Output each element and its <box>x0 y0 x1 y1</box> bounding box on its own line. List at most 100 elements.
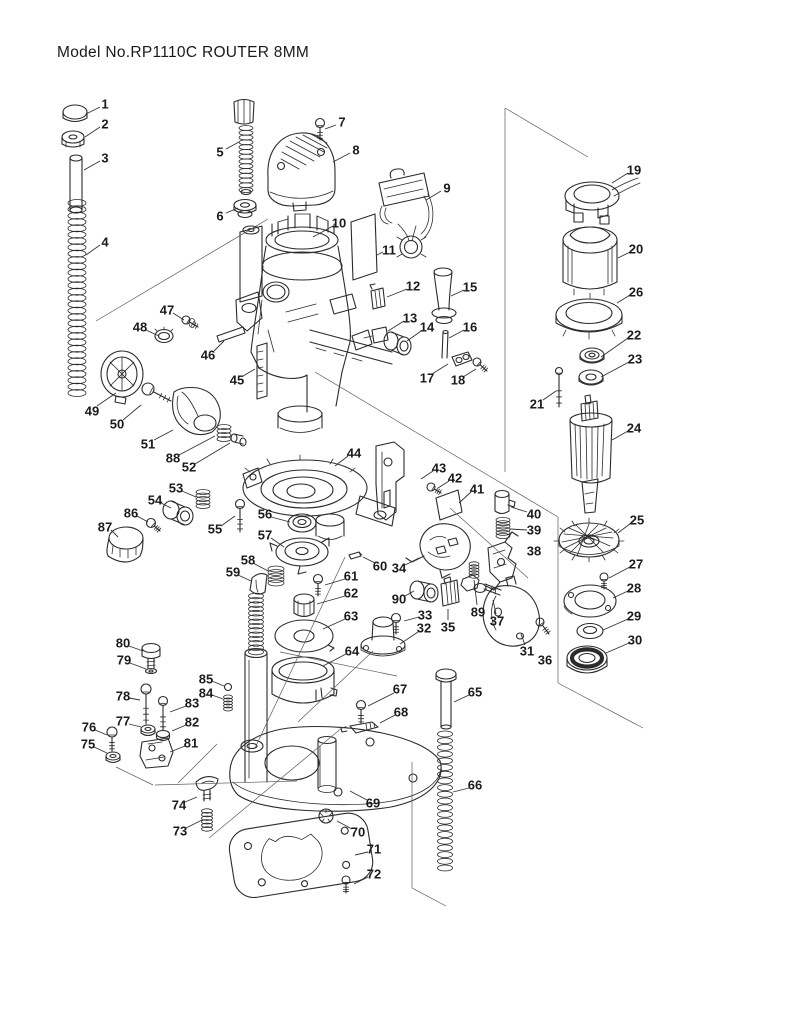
part-drawing-screw61 <box>312 573 324 597</box>
part-number-73: 73 <box>173 824 187 839</box>
part-number-40: 40 <box>527 507 541 522</box>
part-drawing-wedge <box>249 572 268 595</box>
part-number-53: 53 <box>169 481 183 496</box>
leader-line-13 <box>387 320 405 332</box>
part-drawing-plunger <box>494 489 516 515</box>
part-drawing-clamp81 <box>139 737 174 769</box>
leader-line-16 <box>448 329 465 339</box>
leader-line-70 <box>336 820 353 830</box>
part-drawing-brush-holder <box>369 283 386 310</box>
leader-line-60 <box>362 556 376 564</box>
part-drawing-screw67 <box>355 699 367 725</box>
leader-line-18 <box>462 368 477 378</box>
part-number-90: 90 <box>392 592 406 607</box>
leader-line-30 <box>605 642 630 654</box>
part-number-17: 17 <box>420 371 434 386</box>
part-number-27: 27 <box>629 557 643 572</box>
part-number-7: 7 <box>338 115 345 130</box>
leader-line-53 <box>181 490 197 498</box>
part-drawing-sub-base <box>228 812 374 899</box>
part-drawing-cap48 <box>154 326 174 344</box>
part-drawing-top-cover <box>267 132 336 212</box>
part-drawing-brush-ring <box>564 177 641 225</box>
part-drawing-stopper-bolt <box>233 98 255 196</box>
leader-line-87 <box>110 529 119 538</box>
part-number-88: 88 <box>166 451 180 466</box>
part-drawing-flange-nut <box>233 198 257 219</box>
part-drawing-screw55 <box>234 498 246 533</box>
part-drawing-bolt83 <box>157 695 169 731</box>
leader-line-39 <box>509 528 528 531</box>
part-number-24: 24 <box>627 421 642 436</box>
leader-line-77 <box>128 723 142 728</box>
leader-line-64 <box>322 653 347 667</box>
diagram-title: Model No.RP1110C ROUTER 8MM <box>57 44 310 61</box>
leader-line-9 <box>425 190 442 201</box>
leader-line-54 <box>160 502 172 509</box>
leader-line-34 <box>404 557 420 566</box>
leader-line-62 <box>316 595 346 605</box>
part-number-33: 33 <box>418 608 432 623</box>
part-number-16: 16 <box>463 320 477 335</box>
part-drawing-spring-long <box>67 199 87 397</box>
part-drawing-ring26 <box>555 298 623 340</box>
leader-line-79 <box>129 662 147 670</box>
part-number-75: 75 <box>81 737 95 752</box>
part-drawing-connector <box>363 326 389 344</box>
leader-line-63 <box>322 618 346 630</box>
part-number-14: 14 <box>420 320 435 335</box>
part-drawing-guide-rod <box>435 668 457 730</box>
part-number-1: 1 <box>101 97 108 112</box>
leader-line-57 <box>270 537 285 548</box>
part-number-70: 70 <box>351 825 365 840</box>
part-drawing-retainer-plate <box>563 584 617 618</box>
part-number-49: 49 <box>85 404 99 419</box>
part-number-61: 61 <box>344 569 358 584</box>
leader-line-33 <box>403 616 420 622</box>
leader-line-56 <box>270 516 291 523</box>
leader-line-67 <box>367 692 395 707</box>
leader-line-25 <box>617 522 632 534</box>
leader-line-7 <box>324 124 337 130</box>
part-drawing-lock-lever <box>485 531 519 591</box>
part-drawing-washer79 <box>144 667 158 675</box>
leader-line-76 <box>94 729 108 736</box>
leader-line-2 <box>84 126 101 138</box>
part-drawing-screw42 <box>426 482 442 495</box>
leader-line-23 <box>600 361 630 378</box>
part-number-82: 82 <box>185 715 199 730</box>
leader-line-40 <box>510 506 528 513</box>
part-number-41: 41 <box>470 482 484 497</box>
leader-line-5 <box>225 141 240 150</box>
part-number-89: 89 <box>471 605 485 620</box>
part-number-43: 43 <box>432 461 446 476</box>
construction-lines <box>95 107 644 907</box>
part-drawing-knurled-nut <box>293 593 315 618</box>
part-number-52: 52 <box>182 460 196 475</box>
part-drawing-screw33 <box>390 612 402 635</box>
part-drawing-nut <box>61 130 85 148</box>
leader-line-69 <box>349 790 368 801</box>
leader-line-68 <box>379 714 396 724</box>
leader-line-89 <box>473 579 478 606</box>
part-drawing-washer29 <box>576 622 604 640</box>
leader-line-8 <box>332 152 351 163</box>
leader-line-85 <box>211 680 225 687</box>
leader-line-11 <box>376 251 384 256</box>
part-number-20: 20 <box>629 242 643 257</box>
part-number-28: 28 <box>627 581 641 596</box>
leader-line-3 <box>83 160 101 171</box>
part-number-79: 79 <box>117 653 131 668</box>
part-drawing-ball85 <box>223 682 233 692</box>
part-drawing-dust-cover <box>482 575 541 647</box>
part-drawing-bearing30 <box>566 645 608 674</box>
part-drawing-sleeve <box>383 331 412 356</box>
leader-line-17 <box>431 363 449 375</box>
leader-line-80 <box>128 645 144 652</box>
leader-line-78 <box>128 697 141 701</box>
leader-line-72 <box>353 876 369 885</box>
part-drawing-handle <box>431 267 457 325</box>
part-number-8: 8 <box>352 143 359 158</box>
